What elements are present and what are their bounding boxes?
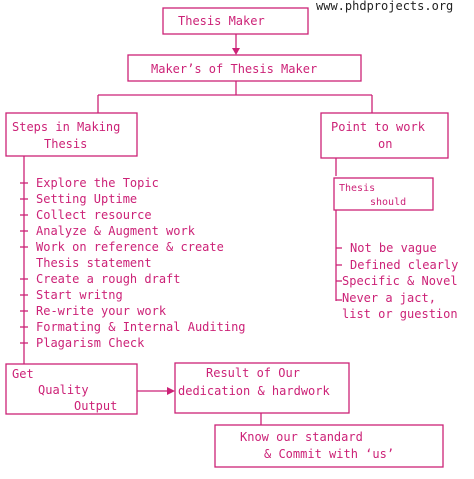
result-label-line2: dedication & hardwork <box>178 384 330 398</box>
steps-item-9: Formating & Internal Auditing <box>36 320 246 334</box>
steps-item-8: Re-write your work <box>36 304 167 318</box>
steps-label-line2: Thesis <box>44 137 87 151</box>
steps-item-5-cont: Thesis statement <box>36 256 152 270</box>
arrow-head <box>232 48 240 55</box>
get-label-line1: Get <box>12 367 34 381</box>
arrow-head <box>167 387 175 395</box>
get-label-line3: Output <box>74 399 117 413</box>
get-quality-node: Get Quality Output <box>5 363 138 415</box>
steps-item-2: Setting Uptime <box>36 192 137 206</box>
should-list: Not be vague Defined clearly Specific & … <box>336 241 458 321</box>
should-label-line1: Thesis <box>339 183 375 194</box>
steps-item-10: Plagarism Check <box>36 336 145 350</box>
point-label-line2: on <box>378 137 392 151</box>
should-item-4: Never a jact, <box>342 291 436 305</box>
makers-node: Maker’s of Thesis Maker <box>127 54 362 82</box>
get-label-line2: Quality <box>38 383 89 397</box>
steps-item-5: Work on reference & create <box>36 240 224 254</box>
result-label-line1: Result of Our <box>206 366 300 380</box>
steps-item-7: Start writng <box>36 288 123 302</box>
should-item-1: Not be vague <box>350 241 437 255</box>
should-label-line2: should <box>370 197 406 208</box>
steps-item-3: Collect resource <box>36 208 152 222</box>
know-label-line2: & Commit with ‘us’ <box>264 447 394 461</box>
steps-item-6: Create a rough draft <box>36 272 181 286</box>
should-item-3: Specific & Novel <box>342 274 458 288</box>
steps-item-4: Analyze & Augment work <box>36 224 196 238</box>
should-node: Thesis should <box>333 177 434 211</box>
thesis-maker-label: Thesis Maker <box>178 14 265 28</box>
steps-list: Explore the Topic Setting Uptime Collect… <box>20 176 246 350</box>
steps-label-line1: Steps in Making <box>12 120 120 134</box>
connectors <box>23 34 373 425</box>
should-item-2: Defined clearly <box>350 258 458 272</box>
point-node: Point to work on <box>320 112 449 159</box>
steps-item-1: Explore the Topic <box>36 176 159 190</box>
result-node: Result of Our dedication & hardwork <box>174 362 350 414</box>
should-item-4-cont: list or guestion <box>342 307 458 321</box>
makers-label: Maker’s of Thesis Maker <box>151 62 317 76</box>
know-label-line1: Know our standard <box>240 430 363 444</box>
know-node: Know our standard & Commit with ‘us’ <box>214 424 444 468</box>
point-label-line1: Point to work <box>331 120 426 134</box>
watermark: www.phdprojects.org <box>316 0 453 13</box>
thesis-maker-node: Thesis Maker <box>162 7 309 35</box>
steps-node: Steps in Making Thesis <box>5 112 138 157</box>
